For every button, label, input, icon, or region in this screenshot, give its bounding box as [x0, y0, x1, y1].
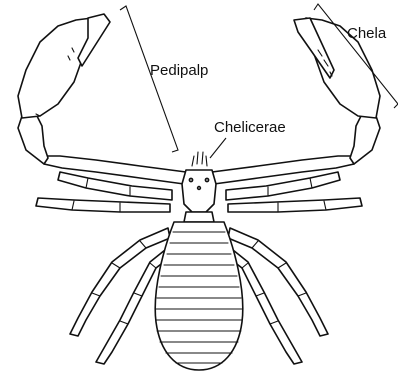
chelicerae-label: Chelicerae — [214, 120, 286, 135]
carapace — [182, 170, 216, 212]
right-pedipalp — [212, 18, 380, 184]
chelicerae-pointer — [210, 138, 226, 158]
chelicerae — [192, 152, 207, 166]
pedipalp-label: Pedipalp — [150, 63, 208, 78]
left-pedipalp — [18, 14, 186, 184]
body — [155, 152, 243, 370]
left-legs — [36, 172, 174, 364]
abdomen — [155, 222, 243, 370]
right-legs — [224, 172, 362, 364]
pedipalp-bracket — [120, 6, 178, 152]
chela-label: Chela — [347, 26, 386, 41]
